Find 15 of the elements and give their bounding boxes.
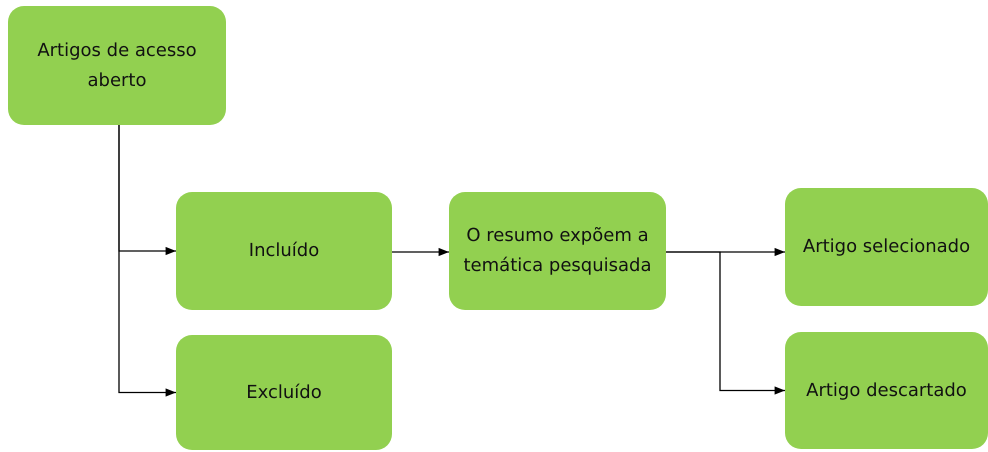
box-label: Artigos de acesso aberto (36, 38, 198, 92)
box-label: Excluído (246, 380, 322, 404)
connector-arrow (392, 248, 449, 256)
process-box (8, 6, 226, 125)
process-box (176, 192, 392, 310)
process-box (785, 332, 988, 449)
process-box (176, 335, 392, 450)
connector-arrow (118, 125, 176, 397)
process-box (785, 188, 988, 306)
box-label: Incluído (248, 239, 320, 263)
box-label: Artigo selecionado (802, 235, 970, 259)
box-label: Artigo descartado (806, 378, 967, 402)
connector-arrow (666, 251, 785, 395)
process-box (449, 192, 666, 310)
box-label: O resumo expõem a temática pesquisada (462, 224, 652, 278)
